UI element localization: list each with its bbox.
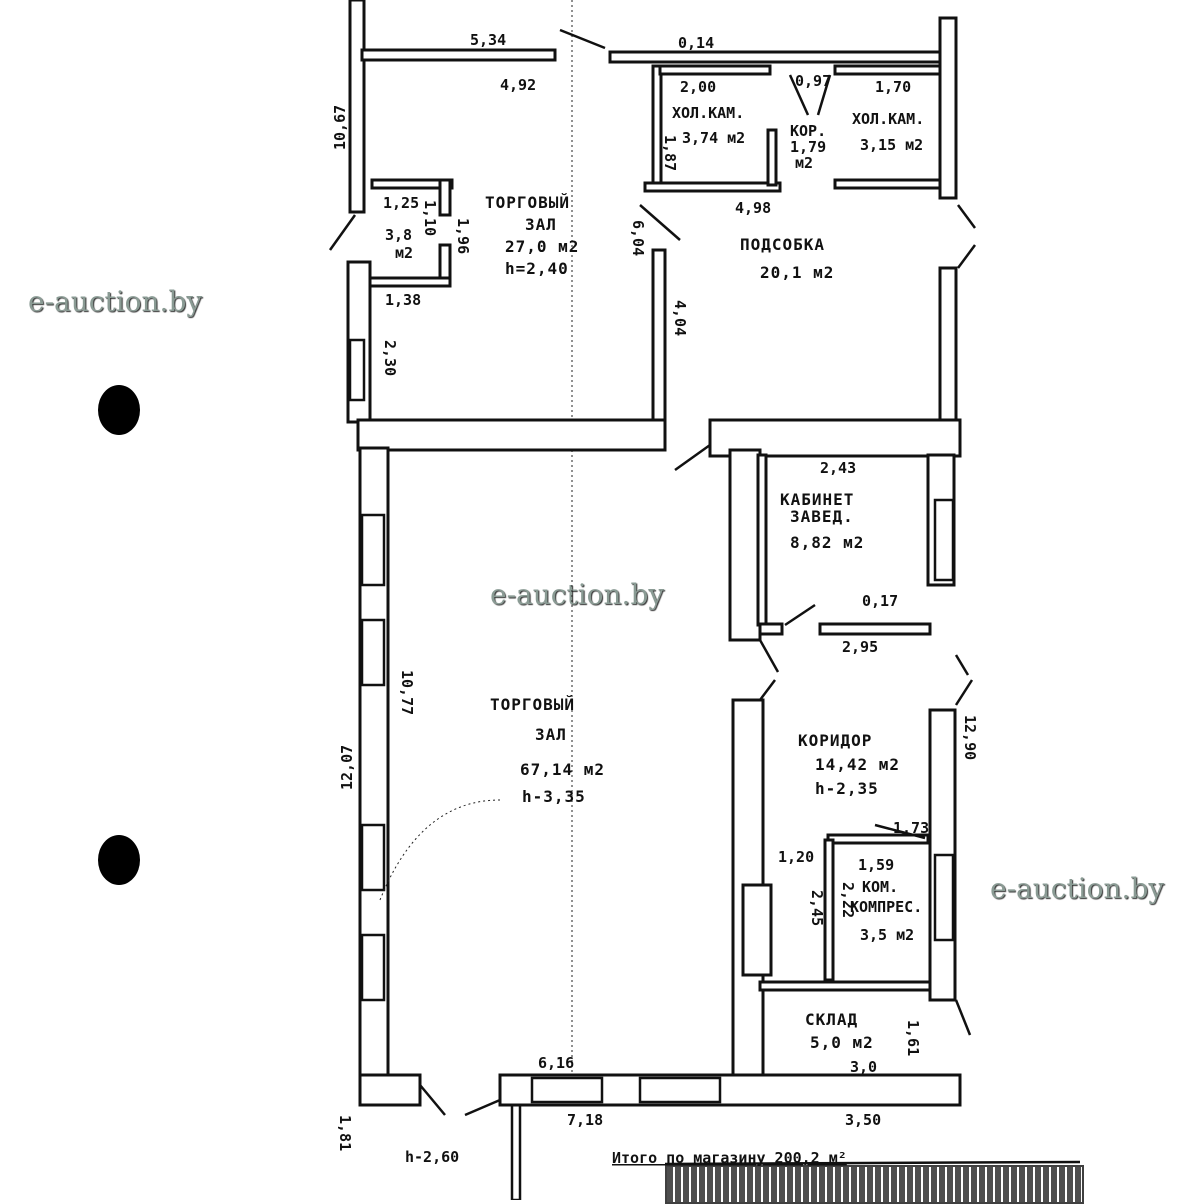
underline xyxy=(664,1160,1081,1166)
room-small: 3,8 м2 xyxy=(385,226,413,262)
room-name: КОМПРЕС. xyxy=(850,898,922,916)
room-area: 5,0 м2 xyxy=(810,1033,874,1052)
windows xyxy=(348,338,955,1104)
dimension: 10,77 xyxy=(398,670,416,715)
dimension: 1,10 xyxy=(421,200,439,236)
dimension: 1,20 xyxy=(778,848,814,866)
room-trade-hall-small: ТОРГОВЫЙ ЗАЛ 27,0 м2 h=2,40 xyxy=(485,193,579,278)
dimension: 1,25 xyxy=(383,194,419,212)
room-corridor: КОРИДОР 14,42 м2 h-2,35 xyxy=(798,731,900,798)
dimension: 10,67 xyxy=(331,105,349,150)
dimension: 1,61 xyxy=(904,1020,922,1056)
room-height: h-2,35 xyxy=(815,779,879,798)
dimension: 2,00 xyxy=(680,78,716,96)
room-cold-1: ХОЛ.КАМ. 3,74 м2 xyxy=(672,104,745,147)
dimension-labels: 5,34 4,92 0,14 10,67 2,00 0,97 1,70 1,87… xyxy=(331,31,979,1166)
room-unit: м2 xyxy=(795,154,813,172)
room-area: 3,74 м2 xyxy=(682,129,745,147)
dimension: 3,50 xyxy=(845,1111,881,1129)
room-area: 8,82 м2 xyxy=(790,533,864,552)
room-name: ХОЛ.КАМ. xyxy=(852,110,924,128)
room-name: ТОРГОВЫЙ xyxy=(485,193,570,212)
dimension: 2,43 xyxy=(820,459,856,477)
room-name: КОРИДОР xyxy=(798,731,872,750)
room-trade-hall-main: ТОРГОВЫЙ ЗАЛ 67,14 м2 h-3,35 xyxy=(490,695,605,806)
dimension: 1,70 xyxy=(875,78,911,96)
dimension: 2,45 xyxy=(808,890,826,926)
punch-hole-mark xyxy=(98,835,140,885)
door-swings xyxy=(328,28,977,1200)
room-area: 67,14 м2 xyxy=(520,760,605,779)
room-name: ЗАЛ xyxy=(535,725,567,744)
dimension: 4,92 xyxy=(500,76,536,94)
watermark: e-auction.by xyxy=(490,578,665,611)
dimension: 4,04 xyxy=(671,300,689,336)
dimension: 1,73 xyxy=(893,819,929,837)
room-name: ТОРГОВЫЙ xyxy=(490,695,575,714)
room-corridor-small: КОР. 1,79 м2 xyxy=(790,122,826,172)
dimension: 2,95 xyxy=(842,638,878,656)
room-compressor: КОМ. КОМПРЕС. 3,5 м2 xyxy=(850,878,922,944)
room-name: ПОДСОБКА xyxy=(740,235,825,254)
dimension: 6,16 xyxy=(538,1054,574,1072)
dimension: 0,97 xyxy=(795,72,831,90)
dimension: 5,34 xyxy=(470,31,506,49)
room-name: КОР. xyxy=(790,122,826,140)
room-height: h=2,40 xyxy=(505,259,569,278)
punch-hole-mark xyxy=(98,385,140,435)
room-area: 20,1 м2 xyxy=(760,263,834,282)
room-cold-2: ХОЛ.КАМ. 3,15 м2 xyxy=(852,110,924,154)
dimension: 12,07 xyxy=(338,745,356,790)
dimension: 6,04 xyxy=(629,220,647,256)
dimension: 1,87 xyxy=(661,135,679,171)
watermark: e-auction.by xyxy=(990,872,1165,905)
room-area: 3,8 xyxy=(385,226,412,244)
dimension: 7,18 xyxy=(567,1111,603,1129)
dimension: h-2,60 xyxy=(405,1148,459,1166)
stamp xyxy=(665,1165,1084,1204)
dimension: 1,81 xyxy=(336,1115,354,1151)
room-area: 1,79 xyxy=(790,138,826,156)
room-area: 3,5 м2 xyxy=(860,926,914,944)
dimension: 2,30 xyxy=(381,340,399,376)
dimension: 12,90 xyxy=(961,715,979,760)
dimension: 4,98 xyxy=(735,199,771,217)
room-area: 27,0 м2 xyxy=(505,237,579,256)
dimension: 0,14 xyxy=(678,34,714,52)
dimension: 1,96 xyxy=(454,218,472,254)
room-area: 3,15 м2 xyxy=(860,136,923,154)
room-utility: ПОДСОБКА 20,1 м2 xyxy=(740,235,834,282)
dimension: 1,59 xyxy=(858,856,894,874)
room-height: h-3,35 xyxy=(522,787,586,806)
room-unit: м2 xyxy=(395,244,413,262)
room-name: ЗАВЕД. xyxy=(790,507,854,526)
dimension: 2,22 xyxy=(839,882,857,918)
dimension: 0,17 xyxy=(862,592,898,610)
watermark: e-auction.by xyxy=(28,285,203,318)
room-name: КОМ. xyxy=(862,878,898,896)
room-storage: СКЛАД 5,0 м2 xyxy=(805,1010,874,1052)
room-name: ЗАЛ xyxy=(525,215,557,234)
room-name: ХОЛ.КАМ. xyxy=(672,104,744,122)
room-office: КАБИНЕТ ЗАВЕД. 8,82 м2 xyxy=(780,490,864,552)
dimension: 3,0 xyxy=(850,1058,877,1076)
room-area: 14,42 м2 xyxy=(815,755,900,774)
dimension: 1,38 xyxy=(385,291,421,309)
room-name: СКЛАД xyxy=(805,1010,858,1029)
room-name: КАБИНЕТ xyxy=(780,490,854,509)
